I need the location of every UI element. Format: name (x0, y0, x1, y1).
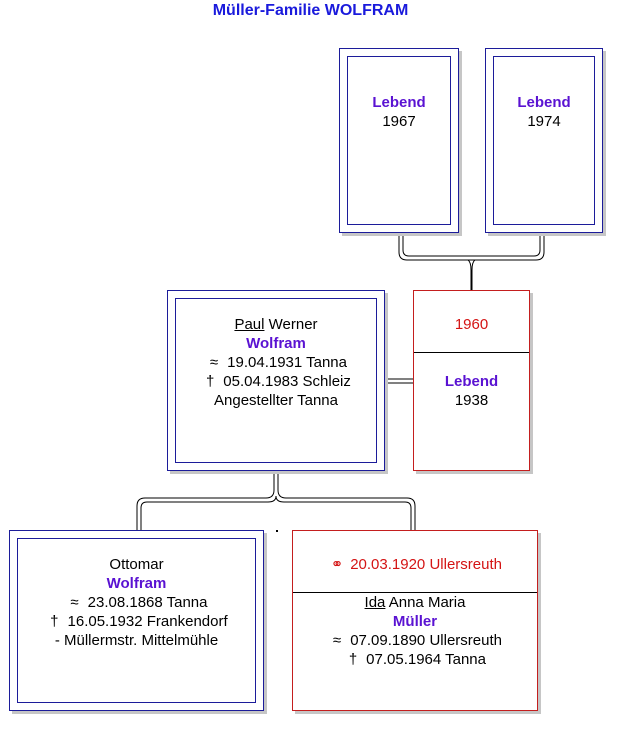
husband-occupation: Angestellter Tanna (214, 392, 338, 409)
father-birth: 23.08.1868 Tanna (87, 594, 208, 611)
father-occupation: - Müllermstr. Mittelmühle (54, 632, 219, 649)
wife-card[interactable]: 1960 Lebend 1938 (413, 290, 530, 471)
father-death-line: † 16.05.1932 Frankendorf (10, 612, 263, 631)
child-status: Lebend (372, 94, 426, 111)
mother-given-names: Ida Anna Maria (293, 593, 537, 612)
child-card-inner-frame (347, 56, 451, 225)
husband-surname: Wolfram (246, 335, 306, 352)
page-title: Müller-Familie WOLFRAM (212, 2, 409, 19)
mother-call-name: Ida (364, 594, 386, 611)
card-divider (414, 352, 529, 353)
death-dagger-icon: † (348, 651, 358, 668)
father-card[interactable]: Ottomar Wolfram ≈ 23.08.1868 Tanna † 16.… (9, 530, 264, 711)
death-dagger-icon: † (50, 613, 59, 630)
baptism-icon: ≈ (209, 354, 219, 371)
mother-surname: Müller (392, 613, 438, 630)
father-birth-line: ≈ 23.08.1868 Tanna (10, 593, 263, 612)
mother-card[interactable]: ⚭ 20.03.1920 Ullersreuth Ida Anna Maria … (292, 530, 538, 711)
marriage-year: 1960 (454, 316, 489, 333)
marriage-rings-icon: ⚭ (330, 556, 344, 573)
mother-middle-names: Anna Maria (385, 594, 466, 611)
card-divider (293, 592, 537, 593)
mother-death: 07.05.1964 Tanna (366, 651, 486, 668)
husband-call-name: Paul (234, 316, 265, 333)
father-death: 16.05.1932 Frankendorf (67, 613, 228, 630)
mother-marriage-line: ⚭ 20.03.1920 Ullersreuth (293, 555, 537, 574)
mother-birth: 07.09.1890 Ullersreuth (350, 632, 502, 649)
husband-death-line: † 05.04.1983 Schleiz (168, 372, 384, 391)
husband-death: 05.04.1983 Schleiz (223, 373, 351, 390)
child-card-1[interactable]: Lebend 1967 (339, 48, 459, 233)
child-birth-year: 1974 (527, 113, 561, 130)
father-card-inner-frame (17, 538, 256, 703)
mother-death-line: † 07.05.1964 Tanna (293, 650, 537, 669)
wife-status: Lebend (444, 373, 499, 390)
husband-birth: 19.04.1931 Tanna (227, 354, 347, 371)
child-card-2[interactable]: Lebend 1974 (485, 48, 603, 233)
baptism-icon: ≈ (70, 594, 79, 611)
husband-card-inner-frame (175, 298, 377, 463)
death-dagger-icon: † (205, 373, 215, 390)
child-card-inner-frame (493, 56, 595, 225)
husband-birth-line: ≈ 19.04.1931 Tanna (168, 353, 384, 372)
child-birth-year: 1967 (382, 113, 416, 130)
mother-birth-line: ≈ 07.09.1890 Ullersreuth (293, 631, 537, 650)
child-status: Lebend (517, 94, 571, 111)
baptism-icon: ≈ (332, 632, 342, 649)
husband-middle-name: Werner (264, 316, 318, 333)
father-given-name: Ottomar (109, 556, 164, 573)
husband-given-names: Paul Werner (168, 315, 384, 334)
husband-card[interactable]: Paul Werner Wolfram ≈ 19.04.1931 Tanna †… (167, 290, 385, 471)
wife-birth-year: 1938 (454, 392, 489, 409)
father-surname: Wolfram (106, 575, 167, 592)
mother-marriage: 20.03.1920 Ullersreuth (350, 556, 502, 573)
